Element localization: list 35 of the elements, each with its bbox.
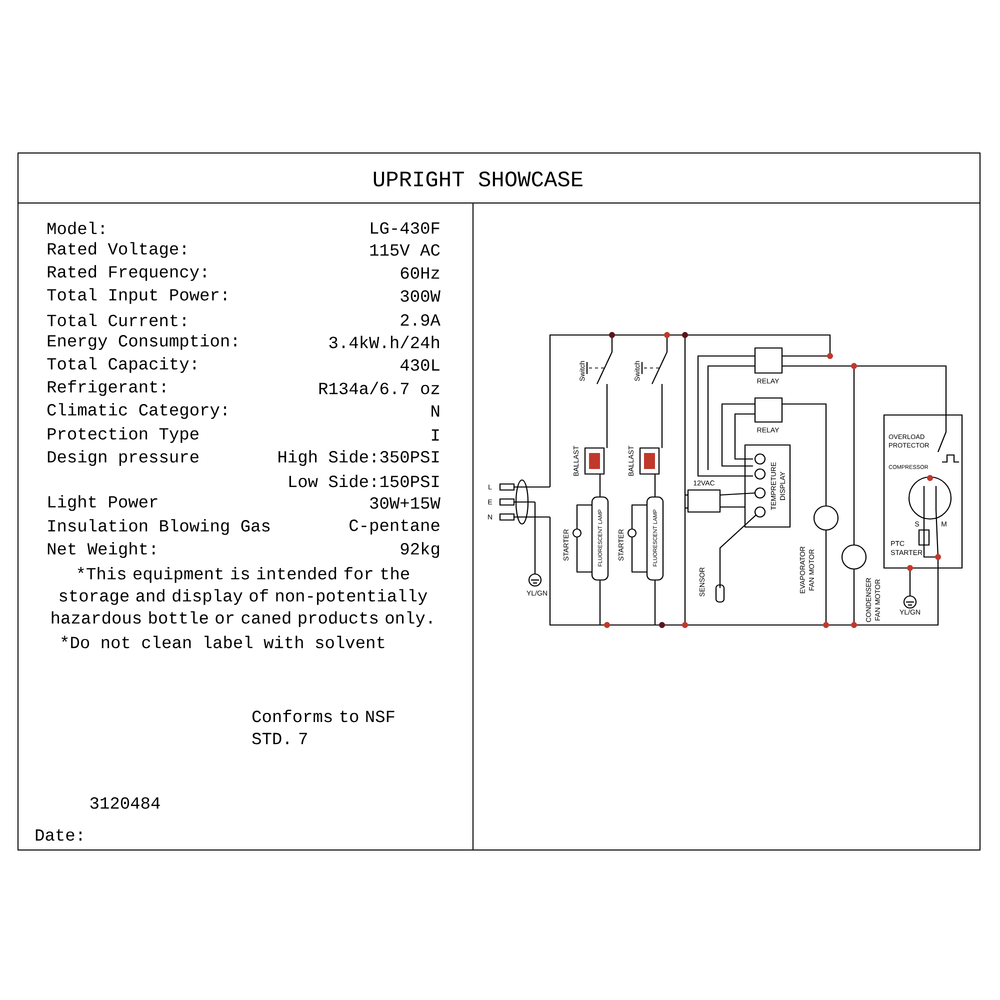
spec-label: Climatic Category: — [48, 403, 226, 419]
spec-value: 60Hz — [400, 267, 440, 279]
spec-label: Refrigerant: — [48, 380, 165, 396]
spec-label: Total Capacity: — [47, 357, 196, 373]
spec-label: Rated Voltage: — [48, 242, 186, 258]
spec-value: LG-430F — [371, 222, 440, 234]
spec-value: I — [432, 429, 439, 441]
spec-value: 30W+15W — [370, 497, 440, 509]
spec-value: 300W — [400, 290, 440, 302]
spec-value: R134a/6.7 oz — [319, 382, 440, 394]
spec-value: 3.4kW.h/24h — [329, 336, 439, 348]
note-text: *This equipment is intended for the storage and display of non-potentially hazardous bottle or caned products only. — [52, 567, 432, 628]
spec-label: Rated Frequency: — [48, 265, 206, 281]
spec-label: Net Weight: — [48, 542, 155, 558]
spec-label: Protection Type — [48, 427, 198, 443]
spec-label: Total Input Power: — [47, 288, 226, 304]
spec-value: N — [432, 405, 440, 417]
spec-label: Model: — [48, 222, 104, 234]
note-text: *Do not clean label with solvent — [62, 636, 384, 648]
spec-value: Low Side:150PSI — [289, 474, 439, 488]
spec-value: 2.9A — [400, 314, 440, 326]
spec-value: C-pentane — [350, 520, 440, 534]
certification-number: 3120484 — [90, 797, 160, 809]
spec-label: Energy Consumption: — [48, 334, 236, 350]
spec-label: Insulation Blowing Gas — [48, 519, 270, 535]
spec-value: High Side:350PSI — [278, 450, 439, 466]
spec-label: Design pressure — [48, 450, 198, 466]
spec-value: 92kg — [400, 542, 439, 558]
date-label: Date: — [36, 829, 82, 841]
spec-value: 430L — [400, 359, 440, 371]
spec-label: Total Current: — [47, 314, 186, 326]
spec-label: Light Power — [48, 495, 158, 511]
spec-value: 115V AC — [370, 244, 440, 256]
certification-text: Conforms to NSF STD. 7 — [252, 710, 394, 744]
title: UPRIGHT SHOWCASE — [374, 172, 582, 186]
